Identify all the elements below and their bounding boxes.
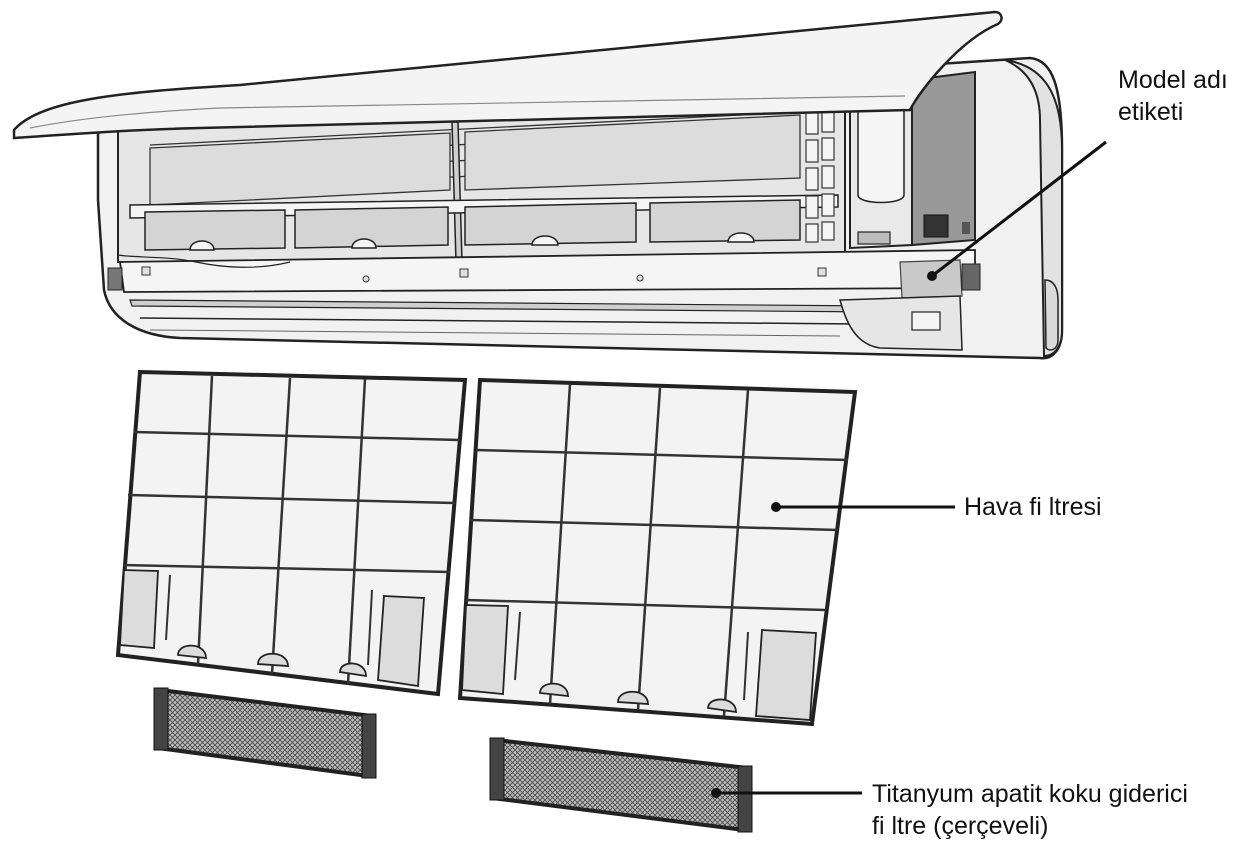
titanium-filter-label-line1: Titanyum apatit koku giderici: [872, 780, 1188, 808]
leader-model-name: [927, 140, 1107, 281]
air-filter-label: Hava fi ltresi: [964, 493, 1102, 521]
air-filter-right: [457, 377, 858, 727]
titanium-filter-left: [153, 687, 377, 779]
titanium-filter-label-line2: fi ltre (çerçeveli): [872, 812, 1049, 840]
indoor-unit: [96, 56, 1064, 360]
air-filter-left: [115, 369, 468, 697]
titanium-filter-right: [489, 737, 753, 833]
model-name-label-callout: Model adı etiketi: [1118, 64, 1228, 128]
model-name-label-line1: Model adı: [1118, 66, 1228, 94]
leader-air-filter: [771, 502, 955, 512]
leader-titanium-filter: [711, 788, 862, 798]
air-filter-callout: Hava fi ltresi: [964, 491, 1102, 523]
heat-exchanger: [149, 111, 801, 206]
screws: [141, 266, 827, 283]
filter-slots: [144, 199, 801, 251]
slot-clips: [189, 232, 755, 251]
titanium-filter-callout: Titanyum apatit koku giderici fi ltre (ç…: [872, 778, 1188, 842]
model-name-label-line2: etiketi: [1118, 98, 1184, 126]
front-panel-lid: [12, 10, 1003, 140]
